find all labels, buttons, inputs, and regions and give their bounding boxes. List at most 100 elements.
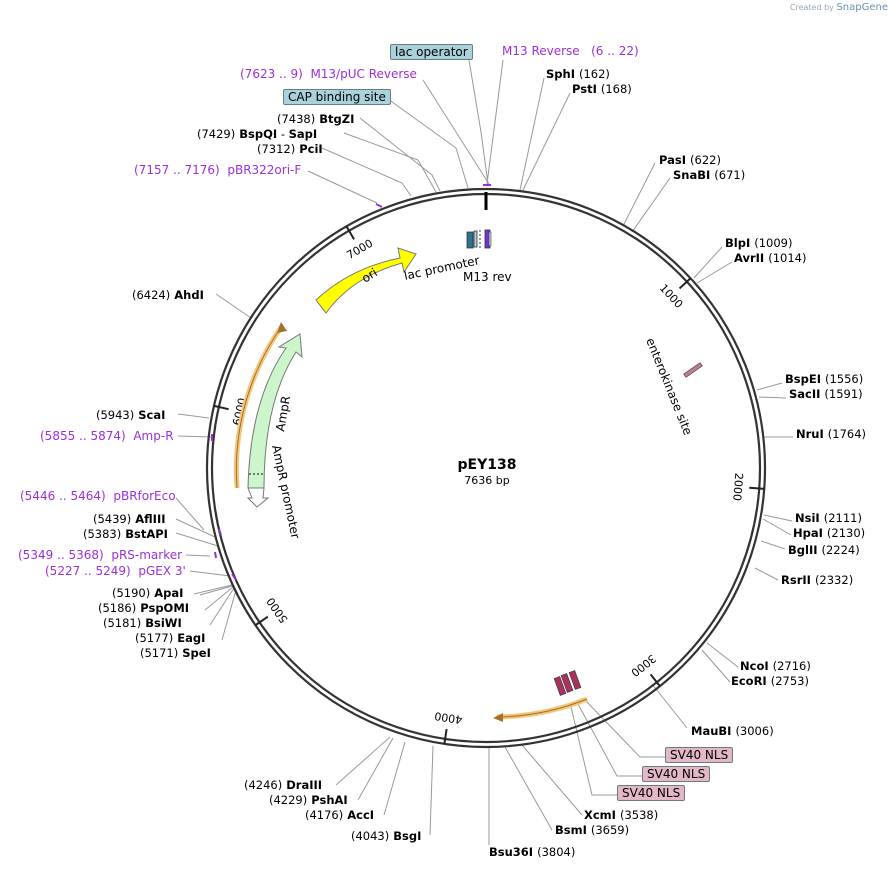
orf-outline-nls: [496, 698, 588, 718]
primer-name: pBR322ori-F: [227, 163, 302, 177]
site-label-acci: (4176)AccI: [301, 808, 374, 822]
leader-lines: [175, 59, 793, 845]
orf-highlight-nls: [496, 696, 588, 720]
site-label-ecori: EcoRI(2753): [731, 674, 813, 688]
orf-arrow-ampr: [277, 322, 287, 333]
site-name: MauBI: [691, 724, 732, 738]
site-name: NruI: [796, 427, 824, 441]
primer-name: Amp-R: [133, 429, 174, 443]
site-label-spei: (5171)SpeI: [136, 646, 211, 660]
site-name: SpeI: [182, 646, 211, 660]
site-label-pcii: (7312)PciI: [253, 142, 323, 156]
enterokinase-feature: [683, 362, 703, 378]
site-label-pshai: (4229)PshAI: [265, 793, 348, 807]
plasmid-name: pEY138: [457, 457, 517, 473]
primer-range: (5855 .. 5874): [40, 429, 126, 443]
tick-label: 5000: [264, 595, 291, 625]
site-label-eagi: (5177)EagI: [131, 631, 205, 645]
site-name: EagI: [177, 631, 206, 645]
site-name: BglII: [788, 543, 818, 557]
site-name: AccI: [347, 808, 375, 822]
site-name: PshAI: [311, 793, 348, 807]
site-pos: (3538): [619, 808, 659, 822]
site-pos: (5186): [98, 601, 137, 615]
site-name: BsmI: [555, 823, 587, 837]
primer-label-pbrforeco: (5446 .. 5464) pBRforEco: [20, 489, 176, 503]
ampr-promoter-arrow: [246, 487, 270, 508]
site-pos: (3659): [590, 823, 630, 837]
site-label-bsiwi: (5181)BsiWI: [99, 616, 182, 630]
site-name: PstI: [572, 82, 597, 96]
site-label-blpi: BlpI(1009): [725, 236, 796, 250]
site-pos: (5171): [140, 646, 179, 660]
site-name: BsgI: [393, 829, 422, 843]
tick-label: 7000: [344, 237, 375, 262]
site-pos: (1764): [827, 427, 867, 441]
site-label-draiii: (4246)DraIII: [240, 778, 322, 792]
site-pos: (5439): [93, 512, 132, 526]
primer-name: pBRforEco: [113, 489, 176, 503]
site-separator: -: [280, 127, 285, 141]
sv40-nls-label-3: SV40 NLS: [617, 785, 686, 801]
site-name-2: SapI: [288, 127, 318, 141]
sv40-nls-feature-2: [560, 673, 574, 693]
primer-name: M13/pUC Reverse: [310, 67, 417, 81]
site-pos: (622): [690, 153, 721, 167]
tick-mark: [254, 615, 269, 626]
site-pos: (5943): [96, 408, 135, 422]
site-name: BsiWI: [145, 616, 182, 630]
site-label-snabi: SnaBI(671): [673, 168, 749, 182]
site-pos: (7312): [257, 142, 296, 156]
backbone-outer: [205, 187, 767, 749]
ampr-feature-arrow: [247, 333, 303, 489]
tick-mark: [649, 673, 661, 687]
site-label-bsmi: BsmI(3659): [555, 823, 633, 837]
site-name: PspOMI: [140, 601, 190, 615]
sv40-nls-label-2: SV40 NLS: [642, 766, 711, 782]
site-name: Bsu36I: [489, 845, 534, 859]
primer-marks: [211, 184, 491, 581]
site-label-hpai: HpaI(2130): [793, 526, 869, 540]
site-label-xcmi: XcmI(3538): [584, 808, 662, 822]
primer-label-m13-reverse: M13 Reverse (6 .. 22): [502, 44, 639, 58]
site-name: AvrII: [734, 251, 765, 265]
credit-brand: SnapGene: [836, 2, 888, 13]
site-label-ncoi: NcoI(2716): [740, 659, 815, 673]
site-label-rsrii: RsrII(2332): [781, 573, 857, 587]
plasmid-length: 7636 bp: [464, 474, 510, 487]
site-name: SphI: [546, 67, 575, 81]
tick-mark: [213, 404, 229, 411]
primer-label-prs-marker: (5349 .. 5368) pRS-marker: [18, 548, 182, 562]
site-label-sacii: SacII(1591): [789, 387, 867, 401]
primer-range: (5446 .. 5464): [20, 489, 106, 503]
ampr-promoter-label: AmpR promoter: [269, 444, 303, 540]
tick-label: 2000: [730, 472, 745, 501]
site-name: DraIII: [286, 778, 323, 792]
site-name: SnaBI: [673, 168, 711, 182]
credit-text: Created by: [789, 3, 834, 12]
site-pos: (2130): [826, 526, 866, 540]
primer-range: (5227 .. 5249): [45, 564, 131, 578]
site-label-bsu36i: Bsu36I(3804): [489, 845, 579, 859]
site-label-nrui: NruI(1764): [796, 427, 870, 441]
site-pos: (2111): [823, 511, 862, 525]
site-label-afliii: (5439)AflIII: [89, 512, 166, 526]
lac-feature-edge: [488, 231, 492, 247]
site-pos: (4043): [351, 829, 390, 843]
site-pos: (7429): [197, 127, 236, 141]
m13-rev-label: M13 rev: [463, 270, 512, 284]
primer-range: (5349 .. 5368): [18, 548, 104, 562]
site-pos: (1591): [824, 387, 863, 401]
site-name: BtgZI: [319, 112, 355, 126]
site-label-bglii: BglII(2224): [788, 543, 864, 557]
orf-outline-ampr: [235, 325, 283, 489]
site-name: AflIII: [135, 512, 166, 526]
ori-feature-arrow: [315, 247, 417, 314]
sv40-nls-feature-1: [553, 676, 567, 696]
site-pos: (2753): [770, 674, 809, 688]
snapgene-credit: Created by SnapGene: [790, 2, 888, 13]
site-name: SacII: [789, 387, 821, 401]
site-label-maubi: MauBI(3006): [691, 724, 778, 738]
tick-mark: [443, 728, 448, 745]
